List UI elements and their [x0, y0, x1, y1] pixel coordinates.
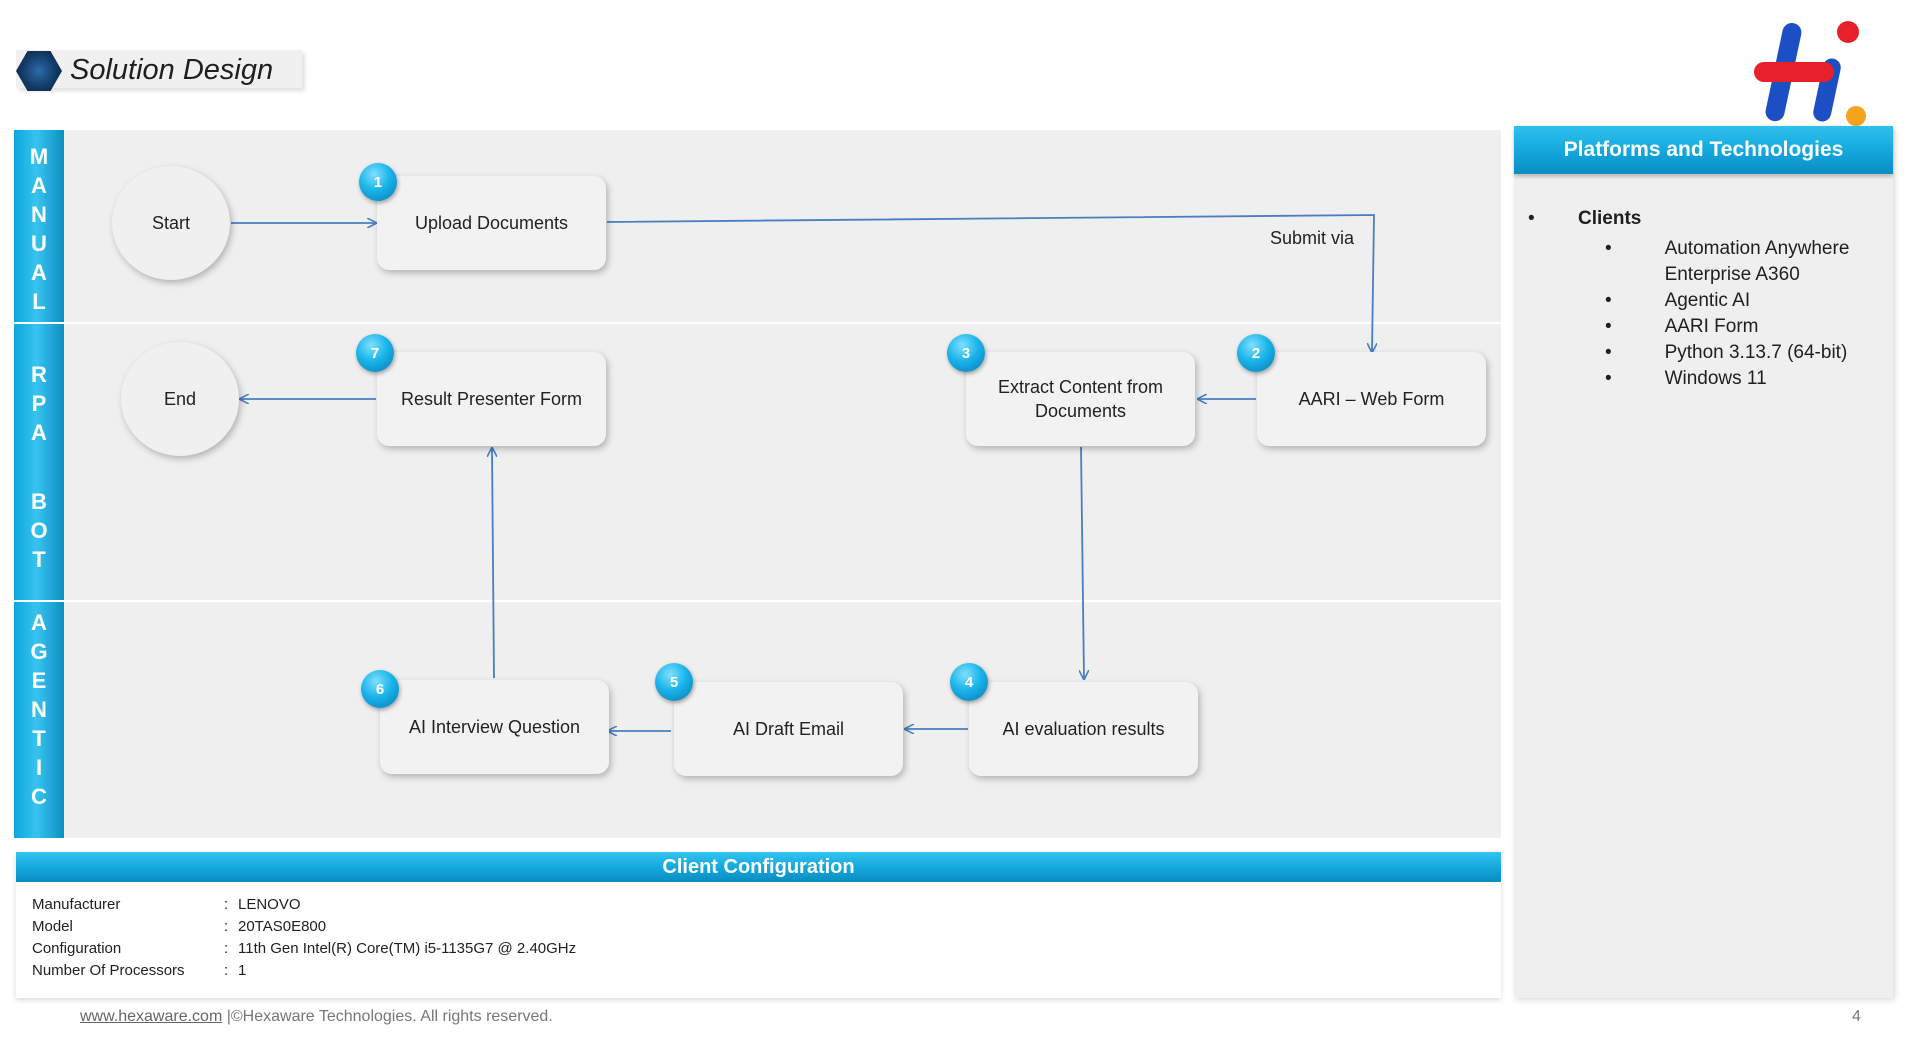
bullet-icon: •: [1605, 316, 1612, 337]
lane-letter: P: [31, 391, 47, 416]
config-row: Model : 20TAS0E800: [32, 916, 576, 938]
hexaware-website-link[interactable]: www.hexaware.com: [80, 1008, 223, 1025]
lane-manual: [64, 130, 1501, 322]
config-value: 11th Gen Intel(R) Core(TM) i5-1135G7 @ 2…: [238, 940, 577, 957]
edge-label-submit: Submit via: [1270, 228, 1355, 248]
config-separator: :: [224, 918, 229, 935]
clients-label: Clients: [1578, 208, 1642, 229]
list-item-text: Python 3.13.7 (64-bit): [1664, 342, 1848, 363]
start-node: Start: [112, 166, 230, 280]
list-item-text: Agentic AI: [1664, 290, 1751, 311]
step-badge-4: 4: [950, 663, 988, 701]
lane-letter: C: [31, 784, 47, 809]
arrow-extract-to-evaluation: [1081, 446, 1084, 679]
config-separator: :: [224, 940, 229, 957]
lane-letter: T: [32, 726, 46, 751]
lane-letter: A: [31, 420, 47, 445]
list-item: • AARI Form: [1528, 314, 1878, 340]
step-badge-7: 7: [356, 334, 394, 372]
lane-letter: M: [29, 144, 49, 169]
list-item-text: Automation Anywhere Enterprise A360: [1664, 238, 1850, 285]
lane-letter: B: [31, 489, 47, 514]
platforms-panel-header: Platforms and Technologies: [1514, 126, 1893, 174]
bullet-icon: •: [1605, 368, 1612, 389]
config-key: Number Of Processors: [32, 962, 185, 979]
step-badge-6: 6: [361, 670, 399, 708]
step-badge-1: 1: [359, 163, 397, 201]
lane-letter: A: [31, 610, 47, 635]
list-item-text: Windows 11: [1664, 368, 1767, 389]
config-value: 1: [238, 962, 247, 979]
lane-label-manual: M A N U A L: [14, 130, 64, 322]
list-item: • Agentic AI: [1528, 288, 1878, 314]
client-configuration-header: Client Configuration: [16, 852, 1501, 882]
step-badge-5: 5: [655, 663, 693, 701]
node-upload-documents: Upload Documents: [377, 176, 606, 270]
footer: www.hexaware.com |©Hexaware Technologies…: [80, 1008, 553, 1026]
lane-label-rpa-bot: R P A B O T: [14, 324, 64, 600]
copyright-text: |©Hexaware Technologies. All rights rese…: [222, 1008, 553, 1025]
lane-letter: L: [32, 289, 46, 314]
config-table: Manufacturer : LENOVO Model : 20TAS0E800…: [32, 894, 576, 982]
lane-letter: A: [31, 260, 47, 285]
end-node: End: [121, 342, 239, 456]
page-title: Solution Design: [70, 54, 274, 86]
node-result-presenter-form: Result Presenter Form: [377, 352, 606, 446]
list-item: • Windows 11: [1528, 366, 1878, 392]
hexaware-logo: [1754, 21, 1866, 126]
config-key: Configuration: [32, 940, 122, 957]
step-badge-3: 3: [947, 334, 985, 372]
lane-letter: U: [31, 231, 47, 256]
clients-sublist: • Automation Anywhere Enterprise A360 • Ag…: [1528, 236, 1878, 392]
page-number: 4: [1852, 1008, 1861, 1025]
lane-letter: G: [30, 639, 48, 664]
lane-letter: T: [32, 547, 46, 572]
config-key: Manufacturer: [32, 896, 121, 913]
lane-letter: I: [35, 755, 43, 780]
node-aari-web-form: AARI – Web Form: [1257, 352, 1486, 446]
node-ai-interview-question: AI Interview Question: [380, 680, 609, 774]
node-ai-draft-email: AI Draft Email: [674, 682, 903, 776]
list-item: • Automation Anywhere Enterprise A360: [1528, 236, 1878, 288]
lane-letter: N: [31, 202, 47, 227]
config-row: Number Of Processors : 1: [32, 960, 576, 982]
config-separator: :: [224, 896, 229, 913]
lane-letter: E: [31, 668, 47, 693]
platforms-panel: [1514, 126, 1893, 998]
clients-row: • Clients: [1528, 208, 1878, 230]
config-row: Manufacturer : LENOVO: [32, 894, 576, 916]
arrow-upload-to-aari: [606, 214, 1374, 352]
config-value: 20TAS0E800: [238, 918, 327, 935]
config-key: Model: [32, 918, 73, 935]
title-banner: [16, 50, 302, 88]
lane-label-agentic: A G E N T I C: [14, 602, 64, 838]
config-row: Configuration : 11th Gen Intel(R) Core(T…: [32, 938, 576, 960]
list-item: • Python 3.13.7 (64-bit): [1528, 340, 1878, 366]
config-separator: :: [224, 962, 229, 979]
lane-letter: O: [30, 518, 48, 543]
arrow-interview-to-result: [492, 448, 494, 679]
node-ai-evaluation-results: AI evaluation results: [969, 682, 1198, 776]
bullet-icon: •: [1605, 290, 1612, 311]
lane-letter: A: [31, 173, 47, 198]
platforms-list: • Clients • Automation Anywhere Enterpris…: [1528, 208, 1878, 392]
config-value: LENOVO: [238, 896, 301, 913]
bullet-icon: •: [1605, 238, 1612, 259]
list-item-text: AARI Form: [1664, 316, 1759, 337]
lane-letter: N: [31, 697, 47, 722]
node-extract-content: Extract Content from Documents: [966, 352, 1195, 446]
step-badge-2: 2: [1237, 334, 1275, 372]
bullet-icon: •: [1605, 342, 1612, 363]
lane-letter: R: [31, 362, 47, 387]
bullet-icon: •: [1528, 208, 1535, 229]
